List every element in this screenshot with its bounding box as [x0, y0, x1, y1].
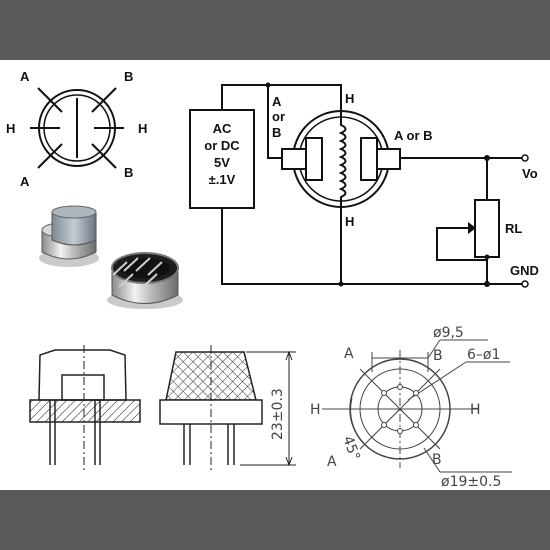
circuit-schematic: [189, 84, 525, 285]
electrode-right-label: A or B: [394, 128, 433, 143]
bottom-view: [322, 339, 512, 473]
bottom-view-h-left-label: H: [310, 402, 321, 418]
bottom-view-a-bottom-label: A: [327, 454, 337, 470]
sensor-photo-front: [39, 205, 99, 267]
top-dia-label: ø9,5: [433, 325, 464, 341]
load-resistor-label: RL: [505, 221, 522, 236]
pinout-a-bottom-label: A: [20, 174, 30, 189]
heater-coil: [338, 120, 347, 198]
supply-label-line4: ±.1V: [209, 172, 236, 187]
electrode-left-label-line2: or: [272, 109, 285, 124]
section-view: [29, 345, 141, 470]
bottom-view-b-bottom-label: B: [432, 452, 442, 468]
angle-arc: [350, 397, 365, 445]
electrode-left: [281, 148, 307, 170]
pinout-lead-a-top: [37, 87, 63, 113]
electrode-right-plate: [360, 137, 378, 181]
supply-box: [189, 109, 255, 209]
pinout-lead-a-bottom: [37, 143, 63, 169]
pin-count-label: 6–ø1: [467, 347, 500, 363]
bottom-border-band: [0, 490, 550, 550]
ground-label: GND: [510, 263, 539, 278]
sensor-photo-back: [107, 252, 183, 309]
electrode-left-label-line3: B: [272, 125, 281, 140]
circuit-labels: AC or DC 5V ±.1V A or B H H A or B Vo RL…: [204, 91, 539, 278]
heater-bottom-label: H: [345, 214, 354, 229]
height-dim-label: 23±0.3: [270, 388, 286, 440]
electrode-left-label-line1: A: [272, 94, 282, 109]
load-resistor: [474, 199, 500, 258]
heater-top-label: H: [345, 91, 354, 106]
angle-label: 45°: [339, 434, 363, 463]
bottom-view-h-right-label: H: [470, 402, 481, 418]
diagram-canvas: A B H H A B: [0, 60, 550, 490]
bottom-view-diag-2: [359, 368, 441, 450]
output-label: Vo: [522, 166, 538, 181]
supply-label-line1: AC: [213, 121, 232, 136]
load-resistor-wiper: [436, 227, 487, 261]
top-border-band: [0, 0, 550, 60]
pinout-symbol: A B H H A B: [6, 69, 147, 189]
section-base-hatched: [29, 399, 141, 423]
bottom-view-pins: [381, 384, 419, 434]
pinout-b-top-label: B: [124, 69, 133, 84]
pinout-lead-b-top: [91, 87, 117, 113]
wire-electrode-left: [267, 85, 282, 159]
pinout-lead-b-bottom: [91, 143, 117, 169]
supply-label-line3: 5V: [214, 155, 230, 170]
wire-ground-rail: [221, 208, 525, 285]
pinout-b-bottom-label: B: [124, 165, 133, 180]
bottom-view-a-top-label: A: [344, 346, 354, 362]
diagram-svg: A B H H A B: [6, 69, 539, 490]
supply-label-line2: or DC: [204, 138, 240, 153]
base-dia-leader: [423, 447, 441, 473]
pinout-a-top-label: A: [20, 69, 30, 84]
electrode-left-plate: [305, 137, 323, 181]
side-view: [159, 345, 296, 470]
bottom-view-b-top-label: B: [433, 348, 443, 364]
section-inner-chamber: [61, 374, 105, 401]
circuit-nodes: [265, 82, 529, 288]
electrode-right: [376, 148, 401, 170]
wire-supply-heater-top: [221, 84, 342, 120]
side-view-mesh-cap: [165, 351, 257, 401]
pinout-h-right-label: H: [138, 121, 147, 136]
pinout-h-left-label: H: [6, 121, 15, 136]
wiper-arrow: [468, 222, 476, 234]
base-dia-label: ø19±0.5: [441, 474, 501, 490]
